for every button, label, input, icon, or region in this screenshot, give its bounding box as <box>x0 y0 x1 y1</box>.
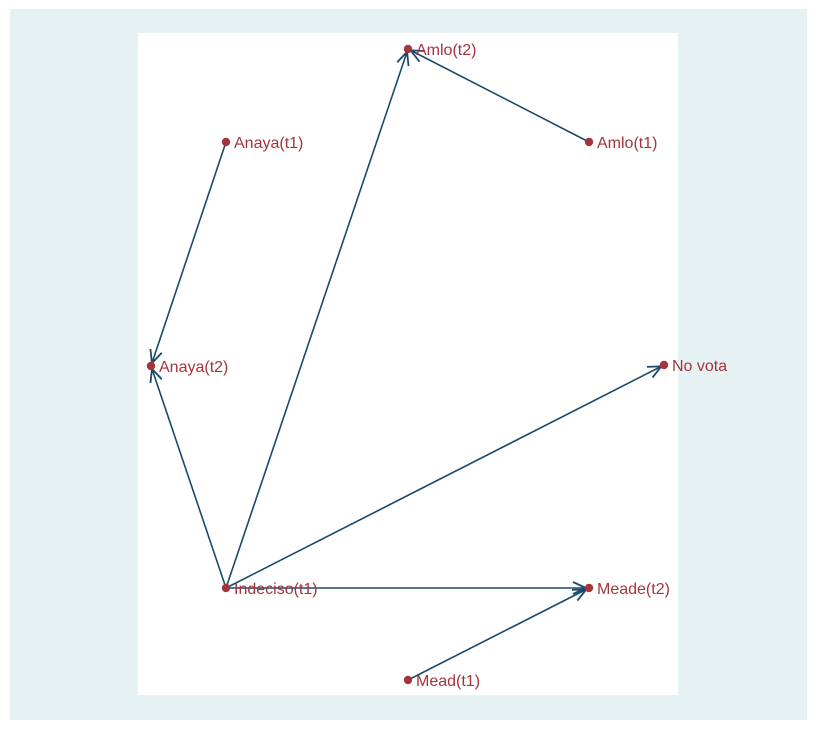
node-label: Amlo(t1) <box>597 135 657 152</box>
node-marker <box>584 137 594 147</box>
node-anaya_t2: Anaya(t2) <box>146 359 228 376</box>
node-meade_t2: Meade(t2) <box>584 581 670 598</box>
node-marker <box>221 583 231 593</box>
node-label: Meade(t2) <box>597 581 670 598</box>
node-anaya_t1: Anaya(t1) <box>221 135 303 152</box>
edge-line <box>151 141 227 364</box>
edge-line <box>225 365 662 589</box>
node-mead_t1: Mead(t1) <box>403 673 480 690</box>
node-marker <box>659 360 669 370</box>
node-marker <box>221 137 231 147</box>
node-amlo_t2: Amlo(t2) <box>403 42 476 59</box>
node-label: Indeciso(t1) <box>234 581 318 598</box>
node-marker <box>146 361 156 371</box>
node-no_vota: No vota <box>659 358 727 375</box>
node-marker <box>584 583 594 593</box>
nodes: Amlo(t2) Anaya(t1) Amlo(t1) Anaya(t2) No vot… <box>146 42 727 690</box>
edge-line <box>410 49 590 143</box>
edge-line <box>151 368 227 589</box>
node-indeciso_t1: Indeciso(t1) <box>221 581 318 598</box>
node-label: Anaya(t1) <box>234 135 303 152</box>
node-amlo_t1: Amlo(t1) <box>584 135 657 152</box>
edge-line <box>407 588 587 681</box>
node-marker <box>403 44 413 54</box>
node-label: Mead(t1) <box>416 673 480 690</box>
node-label: No vota <box>672 358 727 375</box>
node-label: Anaya(t2) <box>159 359 228 376</box>
edges <box>149 49 664 681</box>
node-marker <box>403 675 413 685</box>
edge-line <box>225 51 408 589</box>
node-label: Amlo(t2) <box>416 42 476 59</box>
